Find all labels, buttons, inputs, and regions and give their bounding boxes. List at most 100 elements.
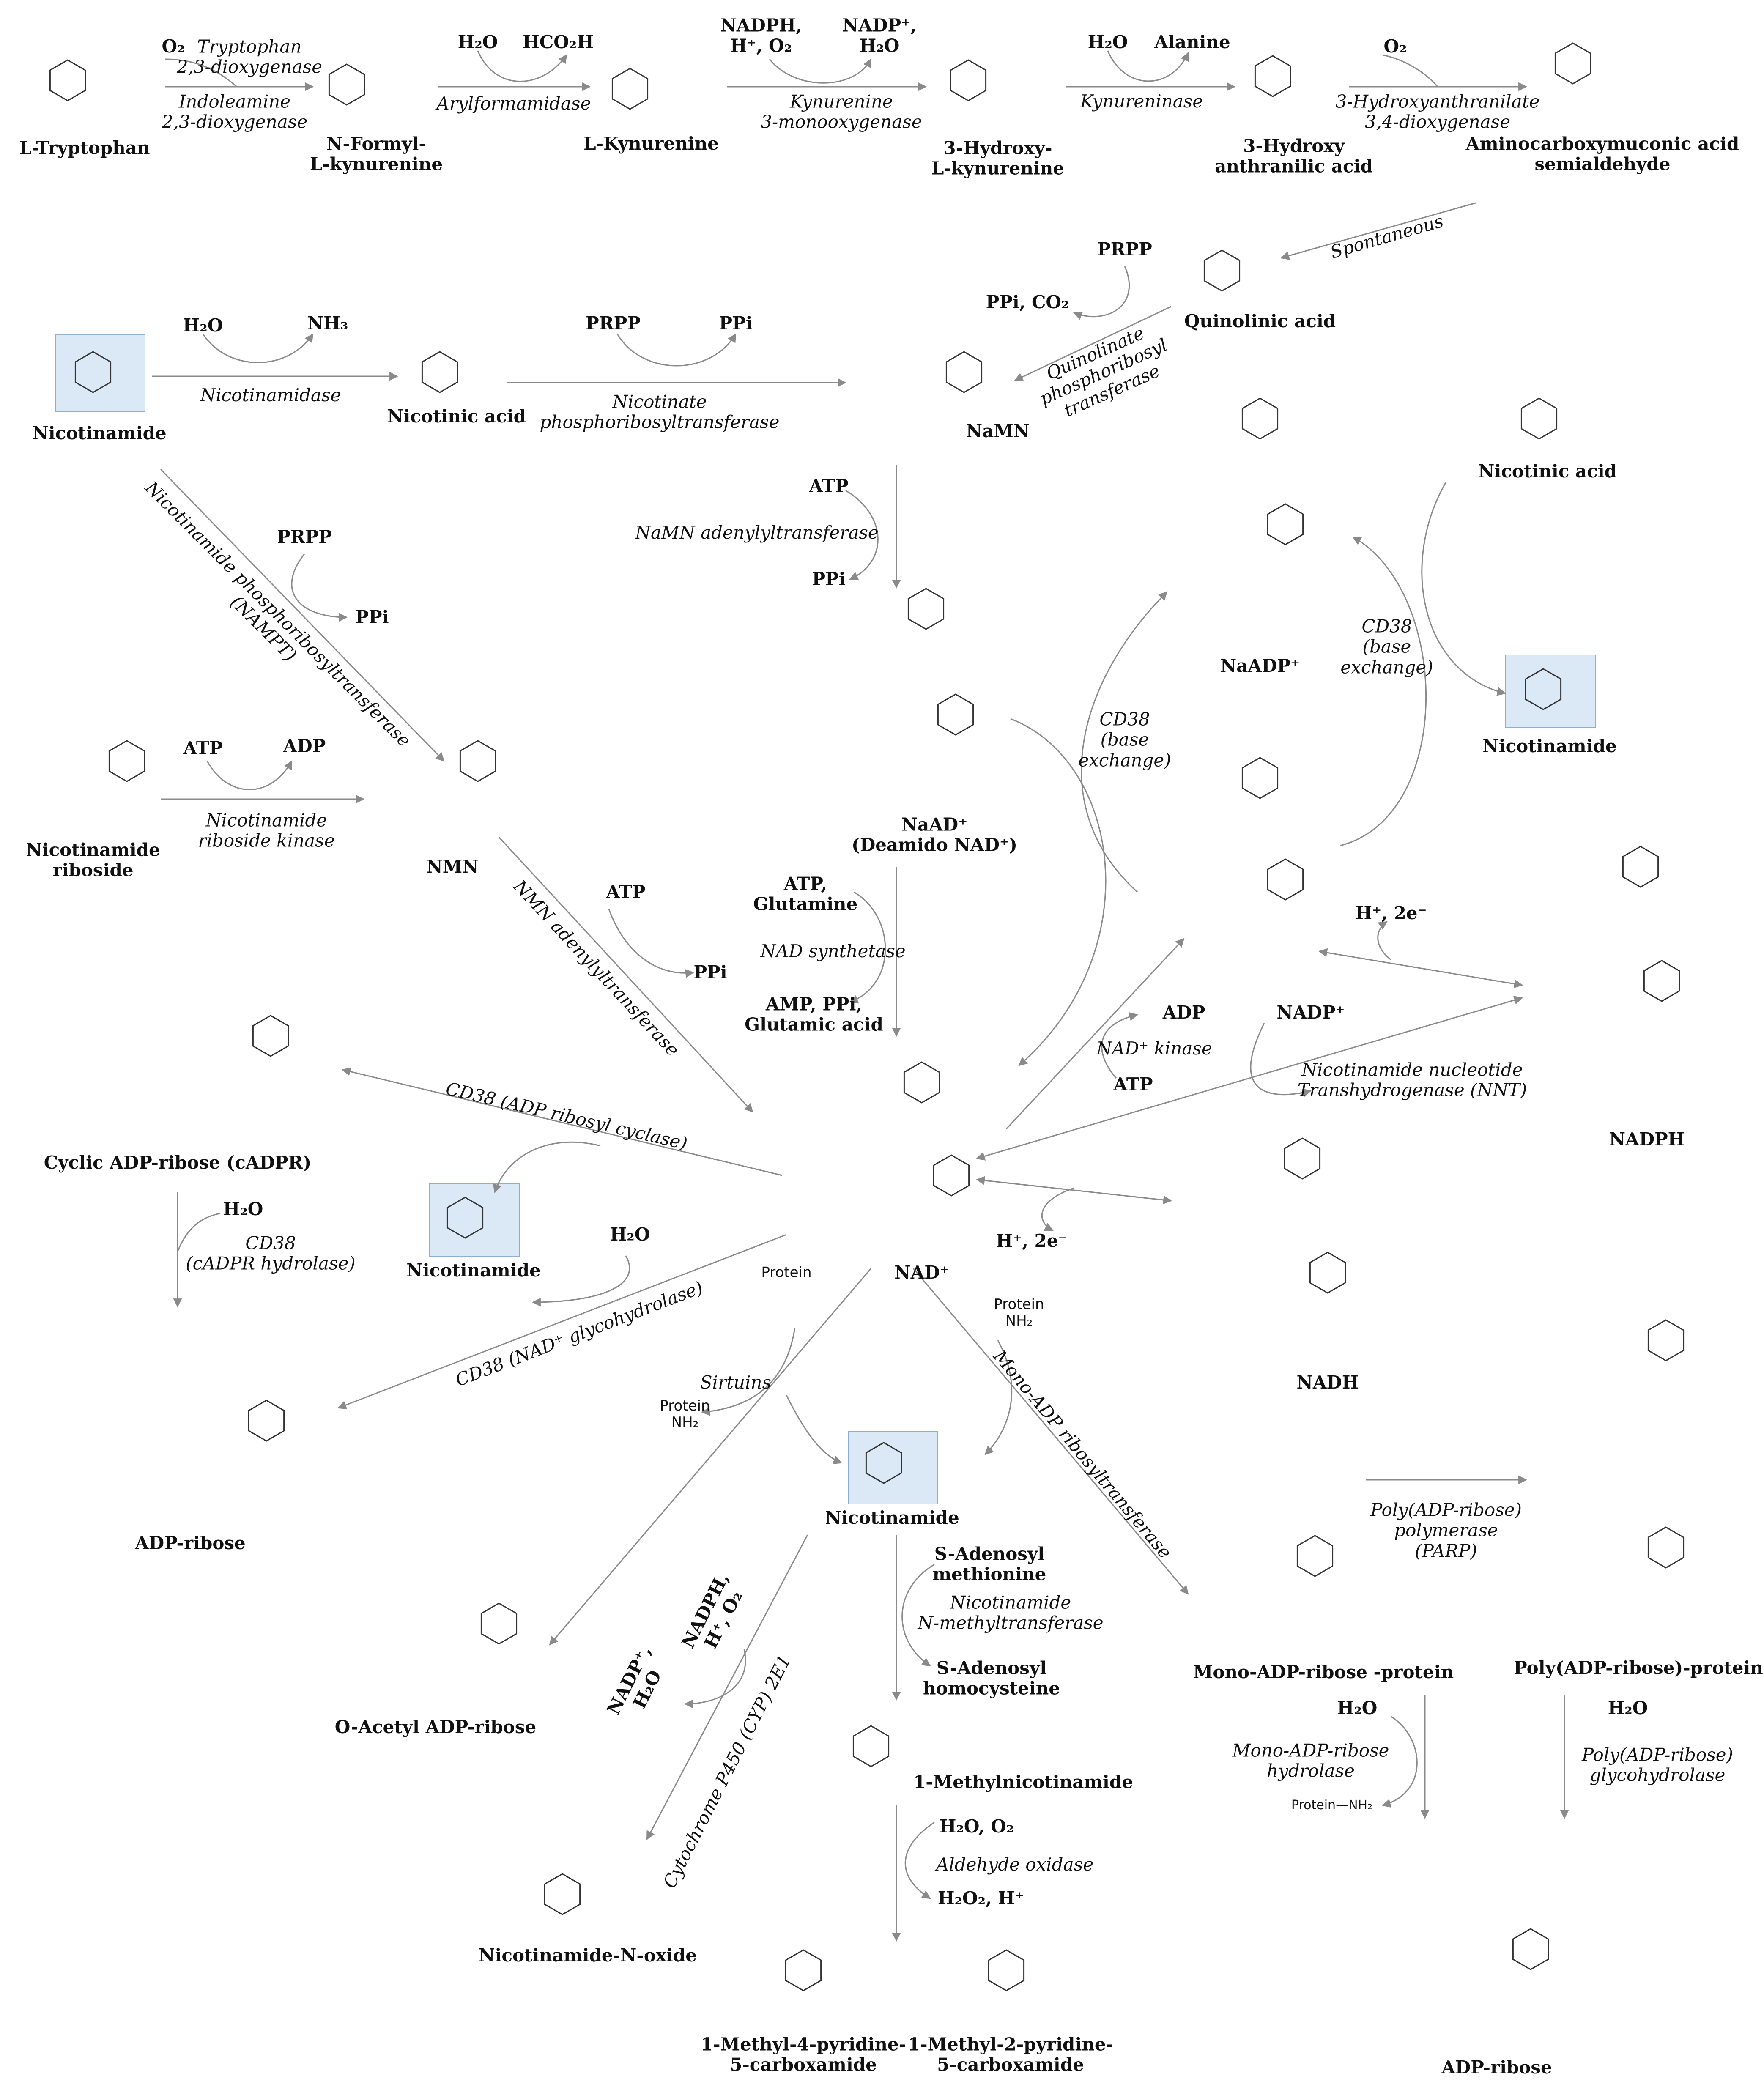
nicotinic-ring-left [421, 351, 458, 393]
nicotinamide-highlight-right [1505, 655, 1596, 728]
compound-adp-ribose-left: ADP-ribose [135, 1532, 246, 1553]
cofactor-prpp-c: PRPP [277, 526, 332, 547]
enzyme-nnt: Nicotinamide nucleotide Transhydrogenase… [1297, 1059, 1527, 1101]
cofactor-ppi-d: PPi [693, 961, 727, 983]
kyn-ring [611, 68, 649, 110]
cofactor-prpp-a: PRPP [1097, 238, 1152, 260]
compound-cadpr: Cyclic ADP-ribose (cADPR) [44, 1152, 312, 1173]
arrow-protein-deacetyl [701, 1327, 796, 1416]
cofactor-atp-b: ATP [183, 737, 223, 759]
cofactor-ppi-c: PPi [355, 606, 389, 627]
compound-nicotinamide-n-oxide: Nicotinamide-N-oxide [479, 1945, 697, 1966]
enzyme-haao: 3-Hydroxyanthranilate 3,4-dioxygenase [1335, 91, 1540, 132]
compound-nicotinamide-riboside: Nicotinamide riboside [26, 839, 160, 881]
compound-nicotinamide-right: Nicotinamide [1482, 735, 1617, 756]
cofactor-o2-a: O₂ [162, 36, 185, 57]
arrow-nam-to-nmn [160, 468, 445, 762]
arrow-h2o-to-protein-nh2 [1381, 1716, 1418, 1808]
enzyme-nad-synthetase: NAD synthetase [760, 940, 906, 961]
naad-ade-ring [937, 693, 974, 736]
arrow-quinolinic-to-namn [1014, 306, 1172, 381]
compound-acms: Aminocarboxymuconic acid semialdehyde [1465, 133, 1739, 175]
adpr-right-ring [1512, 1928, 1549, 1970]
arrow-h-2e-a [1377, 921, 1391, 961]
naad-nic-ring [907, 588, 945, 630]
compound-n-formyl-kynurenine: N-Formyl- L-kynurenine [310, 133, 443, 175]
cofactor-sam: S-Adenosyl methionine [932, 1543, 1046, 1585]
compound-1-methylnicotinamide: 1-Methylnicotinamide [913, 1771, 1133, 1792]
cofactor-nh3: NH₃ [307, 312, 348, 334]
nicotinamide-highlight-top [55, 334, 145, 412]
arrow-sam-to-sah [901, 1564, 935, 1667]
noxide-ring [544, 1873, 581, 1915]
cofactor-h-2e-a: H⁺, 2e⁻ [1355, 902, 1427, 923]
nr-ring [108, 740, 145, 782]
enzyme-mono-adp-ribose-hydrolase: Mono-ADP-ribose hydrolase [1232, 1740, 1389, 1781]
mnam-ring [852, 1725, 890, 1767]
cofactor-ppi-b: PPi [812, 568, 846, 589]
arrow-nadp-nadph [1318, 948, 1523, 989]
cofactor-protein-nh2-mart: Protein NH₂ [994, 1295, 1044, 1329]
namn-ring [945, 351, 983, 393]
nicotinamide-ring-right [1525, 668, 1562, 710]
compound-l-tryptophan: L-Tryptophan [19, 137, 150, 158]
cofactor-protein-nh2-sirt: Protein NH₂ [660, 1397, 710, 1431]
enzyme-nmnat-na: NaMN adenylyltransferase [635, 522, 879, 543]
cofactor-o2-b: O₂ [1383, 36, 1407, 57]
nicotinamide-ring-center [865, 1442, 902, 1484]
arrow-h2o-to-hco2h [477, 50, 567, 82]
enzyme-cd38-base-mid: CD38 (base exchange) [1078, 709, 1171, 771]
compound-o-acetyl-adp-ribose: O-Acetyl ADP-ribose [334, 1716, 537, 1737]
compound-nad: NAD⁺ [894, 1262, 949, 1283]
enzyme-parp: Poly(ADP-ribose) polymerase (PARP) [1370, 1499, 1522, 1561]
mono-ring [1296, 1535, 1334, 1577]
arrow-nad-to-oacetyl [549, 1268, 872, 1646]
naadp-ade-ring [1267, 503, 1304, 545]
arrow-o2-into-haao [1382, 54, 1438, 87]
arrow-h2o-into-hydrolase [177, 1213, 220, 1252]
cofactor-adp-b: ADP [1162, 1002, 1205, 1023]
arrow-nad-nadh [975, 1176, 1172, 1205]
arrow-atp-to-ppi [845, 490, 879, 580]
cofactor-ppi-a: PPi [719, 312, 753, 334]
adpr-left-ring [248, 1400, 285, 1442]
cofactor-adp-a: ADP [283, 735, 326, 756]
m4py-ring [785, 1949, 822, 1991]
arrow-nadp-to-naadp-right [1340, 536, 1427, 846]
naadp-nic-ring [1241, 397, 1279, 440]
compound-naadp: NaADP⁺ [1220, 655, 1300, 676]
compound-nicotinic-acid-left: Nicotinic acid [387, 405, 526, 427]
cofactor-h2o2-h: H₂O₂, H⁺ [937, 1887, 1024, 1909]
nmn-ring [459, 740, 496, 782]
arrow-na-to-nam-right [1421, 482, 1507, 696]
3haa-ring [1254, 55, 1291, 97]
arrow-nam-release-cyclase [493, 1141, 601, 1193]
arrow-atp-to-ppi-nmnat [608, 909, 695, 978]
cofactor-hco2h: HCO₂H [523, 31, 594, 52]
cofactor-sah: S-Adenosyl homocysteine [923, 1657, 1060, 1699]
compound-3-hydroxy-kynurenine: 3-Hydroxy- L-kynurenine [931, 137, 1065, 179]
enzyme-naprt: Nicotinate phosphoribosyltransferase [540, 391, 780, 433]
compound-nadh: NADH [1296, 1372, 1359, 1393]
compound-nadp: NADP⁺ [1276, 1002, 1345, 1023]
arrow-nmn-to-nad [498, 836, 753, 1113]
m2py-ring [988, 1949, 1025, 1991]
nadh-ade-ring [1309, 1252, 1346, 1294]
arrow-nad-to-cadpr [341, 1067, 783, 1176]
enzyme-parg: Poly(ADP-ribose) glycohydrolase [1581, 1744, 1734, 1786]
arrow-h-2e-b [1041, 1187, 1074, 1231]
cofactor-atp-a: ATP [809, 475, 849, 496]
nadph-nic-ring [1622, 846, 1659, 888]
nicotinic-ring-right [1520, 397, 1558, 440]
cofactor-h2o-o2: H₂O, O₂ [939, 1816, 1014, 1837]
cofactor-atp-d: ATP [1113, 1074, 1153, 1095]
acms-ring [1554, 42, 1591, 85]
cofactor-alanine: Alanine [1154, 31, 1230, 52]
enzyme-tdo: Tryptophan 2,3-dioxygenase [176, 36, 323, 77]
cofactor-h2o-c: H₂O [183, 315, 223, 336]
compound-mono-adp-ribose-protein: Mono-ADP-ribose -protein [1193, 1661, 1454, 1682]
nfk-ring [328, 63, 365, 106]
compound-nicotinamide-top: Nicotinamide [32, 422, 167, 444]
3hk-ring [950, 59, 987, 101]
cofactor-prpp-b: PRPP [586, 312, 641, 334]
